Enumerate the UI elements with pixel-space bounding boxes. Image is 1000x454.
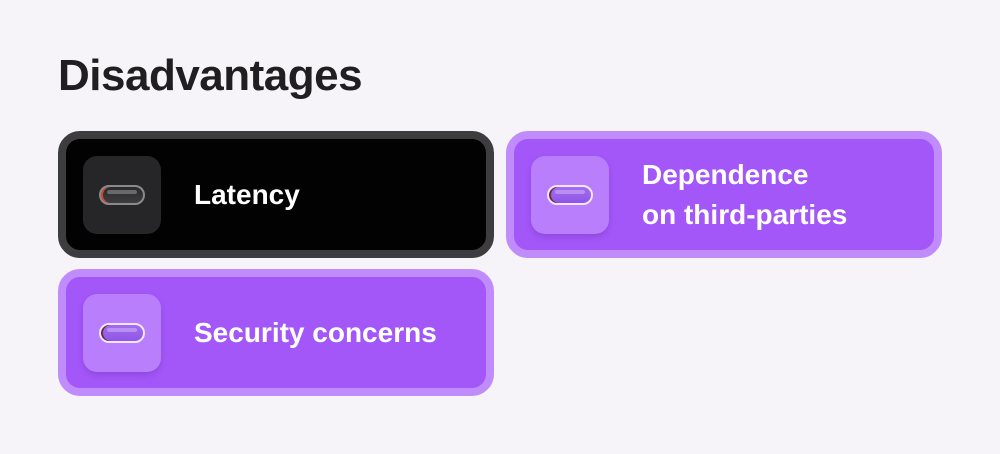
page-title: Disadvantages — [58, 51, 363, 100]
card-latency: Latency — [58, 131, 494, 258]
card-security-concerns: Security concerns — [58, 269, 494, 396]
icon-tile — [83, 294, 161, 372]
card-dependence-on-third-parties: Dependence on third-parties — [506, 131, 942, 258]
card-label: Security concerns — [194, 317, 437, 348]
card-label: Dependence on third-parties — [642, 159, 848, 230]
card-label: Latency — [194, 179, 300, 210]
icon-tile — [531, 156, 609, 234]
pill-toggle-icon — [99, 323, 145, 343]
pill-toggle-icon — [547, 185, 593, 205]
icon-tile — [83, 156, 161, 234]
pill-toggle-icon — [99, 185, 145, 205]
